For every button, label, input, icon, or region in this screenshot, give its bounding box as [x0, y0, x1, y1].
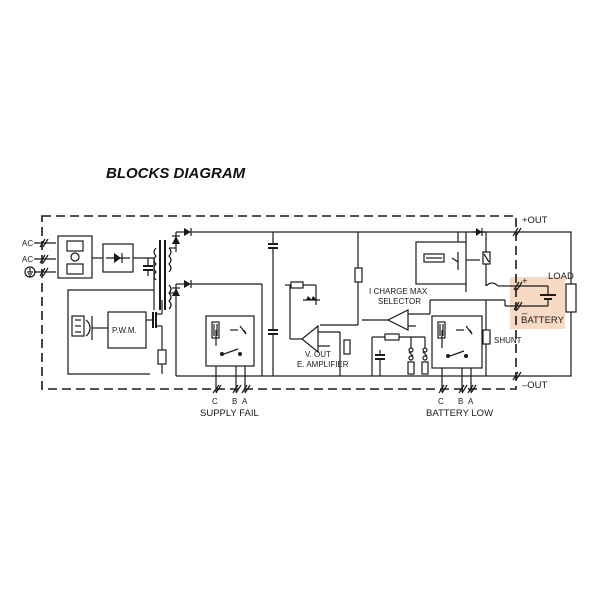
switching-mosfet: [146, 300, 167, 374]
transformer: [153, 240, 172, 310]
ac-input-section: AC AC: [22, 238, 56, 278]
supply-fail-pin-b: B: [232, 397, 237, 406]
supply-fail-pin-c: C: [212, 397, 218, 406]
battery-symbol: [504, 281, 556, 311]
supply-fail-label: SUPPLY FAIL: [200, 408, 259, 419]
diagram-title: BLOCKS DIAGRAM: [106, 165, 246, 182]
battery-low-pin-b: B: [458, 397, 463, 406]
supply-fail-pin-a: A: [242, 397, 248, 406]
amplifier-label-line2: E. AMPLIFIER: [297, 360, 349, 369]
plus-out-label: +OUT: [522, 215, 548, 226]
load-label: LOAD: [548, 271, 574, 282]
load-resistor: [565, 283, 577, 313]
charge-selector-label-line1: I CHARGE MAX: [369, 287, 428, 296]
shunt-label: SHUNT: [494, 336, 522, 345]
earth-ground-icon: [24, 266, 36, 278]
amplifier-label-line1: V. OUT: [305, 350, 331, 359]
pwm-block: P.W.M.: [107, 311, 147, 349]
charge-selector-switches: [371, 333, 429, 376]
shunt-resistor: [482, 300, 491, 376]
battery-charger-block: [415, 241, 480, 285]
rectifier-block: [92, 243, 134, 273]
module-enclosure: [41, 215, 517, 390]
battery-low-label: BATTERY LOW: [426, 408, 493, 419]
secondary-diode-bottom: [169, 280, 192, 300]
battery-minus-sign: –: [522, 308, 528, 319]
feedback-optocoupler: [71, 315, 108, 340]
output-opto-feedback: [285, 281, 320, 305]
charge-selector-label-line2: SELECTOR: [378, 297, 421, 306]
supply-fail-relay: [205, 315, 255, 367]
minus-out-label: –OUT: [522, 380, 548, 391]
secondary-diode-top: [169, 228, 192, 252]
ac-label-2: AC: [22, 255, 33, 264]
ac-label-1: AC: [22, 239, 33, 248]
battery-plus-sign: +: [522, 276, 528, 287]
charge-current-amplifier: [362, 309, 430, 331]
emi-filter-block: [57, 235, 93, 279]
battery-label: BATTERY: [521, 315, 565, 326]
battery-low-pin-c: C: [438, 397, 444, 406]
battery-low-pin-a: A: [468, 397, 474, 406]
battery-low-relay: [431, 315, 483, 369]
pwm-label: P.W.M.: [112, 326, 137, 335]
voltage-error-amplifier: [289, 285, 351, 376]
